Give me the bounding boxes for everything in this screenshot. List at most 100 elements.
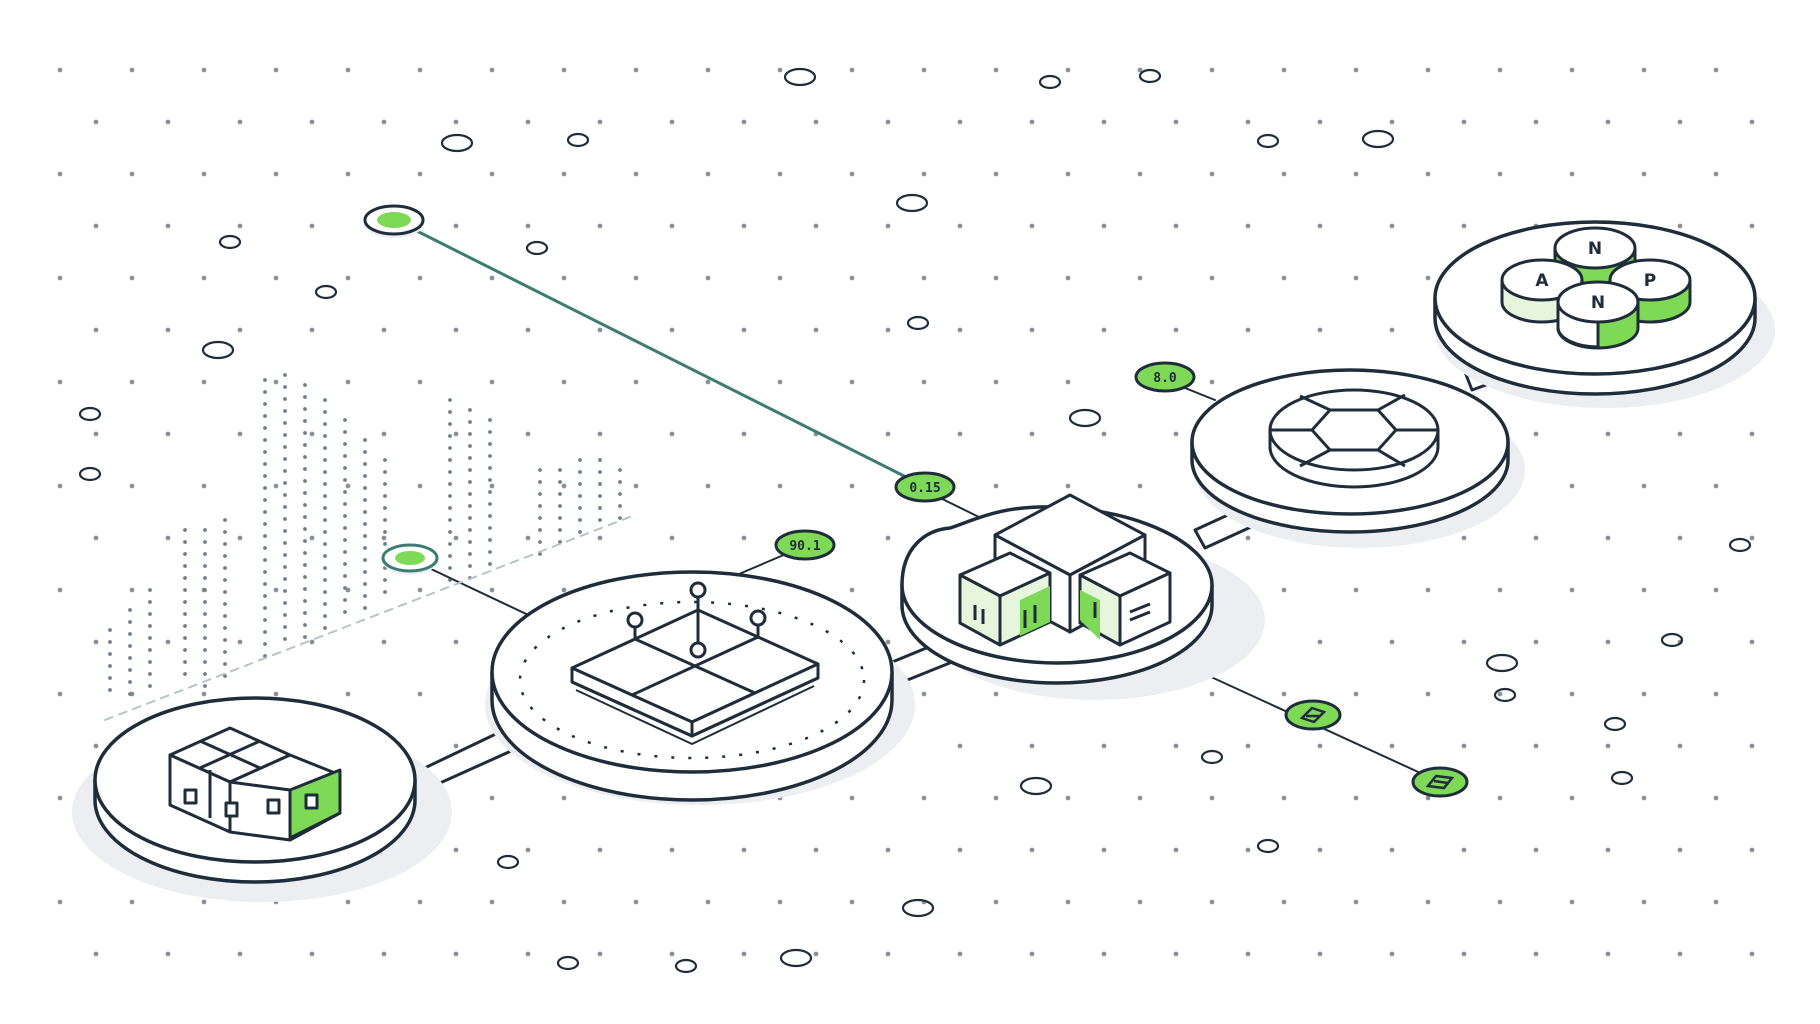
bg-dot [489,483,495,489]
badge-mid-center[interactable]: 90.1 [774,529,836,561]
bg-dot [129,483,135,489]
column-dot [203,624,207,628]
bg-dot [849,795,855,801]
node-platform-cube-cluster[interactable] [72,696,452,902]
column-dot [148,600,152,604]
bg-ring [1038,74,1062,90]
column-dot [323,614,327,618]
bg-dot [1497,171,1503,177]
column-dot [488,442,492,446]
bg-dot [1605,847,1611,853]
pin-mid-left[interactable] [381,543,439,575]
bg-dot [741,847,747,853]
column-dot [128,632,132,636]
bg-dot [1641,795,1647,801]
bg-ring [1068,408,1102,428]
column-dot [263,630,267,634]
bg-dot [201,67,207,73]
column-dot [598,506,602,510]
badge-label: 90.1 [789,539,820,554]
column-dot [283,505,287,509]
bg-dot [1461,223,1467,229]
column-dot [538,480,542,484]
column-dot [263,510,267,514]
column-dot [263,594,267,598]
column-dot [323,482,327,486]
badge-icon-lower-2[interactable] [1411,766,1469,798]
bg-dot [1281,275,1287,281]
bg-dot [1461,535,1467,541]
bg-dot [1173,431,1179,437]
column-dot [488,550,492,554]
bg-dot [489,899,495,905]
column-dot [343,502,347,506]
column-dot [323,566,327,570]
bg-dot [597,223,603,229]
bg-dot [1353,587,1359,593]
bg-dot [381,951,387,957]
bg-dot [1569,691,1575,697]
badge-right-upper[interactable]: 8.0 [1134,361,1196,393]
bg-dot [741,119,747,125]
column-dot [363,486,367,490]
bg-dot [489,275,495,281]
bg-dot [345,691,351,697]
background-rings [78,67,1752,974]
bg-dot [417,171,423,177]
column-dot [618,504,622,508]
bg-dot [1353,275,1359,281]
bg-dot [525,431,531,437]
column-dot [183,600,187,604]
node-platform-mesh-grid[interactable] [485,570,915,805]
column-dot [488,538,492,542]
bg-dot [993,67,999,73]
bg-dot [993,379,999,385]
bg-dot [561,67,567,73]
bg-dot [993,691,999,697]
bg-dot [237,431,243,437]
node-platform-hexagon-hub[interactable] [1190,368,1525,548]
column-dot [383,506,387,510]
column-dot [203,528,207,532]
column-dot [343,550,347,554]
bg-dot [1137,171,1143,177]
bg-dot [849,67,855,73]
badge-top-center[interactable]: 0.15 [894,471,956,503]
bg-dot [1389,847,1395,853]
bg-dot [1569,587,1575,593]
column-dot [448,410,452,414]
bg-dot [921,171,927,177]
bg-dot [1641,899,1647,905]
column-dot [128,644,132,648]
bg-dot [1749,535,1755,541]
bg-dot [1353,795,1359,801]
column-dot [283,397,287,401]
bg-dot [417,275,423,281]
column-dot [383,458,387,462]
bg-dot [57,587,63,593]
bg-dot [489,587,495,593]
node-platform-server-blocks[interactable] [900,493,1265,700]
pin-top-left[interactable] [363,204,425,238]
bg-dot [1245,847,1251,853]
bg-dot [633,483,639,489]
column-dot [263,402,267,406]
bg-dot [1461,119,1467,125]
column-dot [303,491,307,495]
column-dot [448,422,452,426]
bg-dot [1101,119,1107,125]
bg-dot [1389,327,1395,333]
node-platform-token-cluster[interactable]: N A P N [1433,220,1775,408]
bg-dot [1605,535,1611,541]
column-dot [128,620,132,624]
bg-dot [129,379,135,385]
bg-dot [273,171,279,177]
column-dot [263,474,267,478]
bg-dot [885,119,891,125]
bg-dot [1281,587,1287,593]
column-dot [148,624,152,628]
bg-ring [1493,687,1517,703]
bg-dot [597,431,603,437]
badge-icon-lower-1[interactable] [1284,699,1342,731]
bg-dot [1029,847,1035,853]
